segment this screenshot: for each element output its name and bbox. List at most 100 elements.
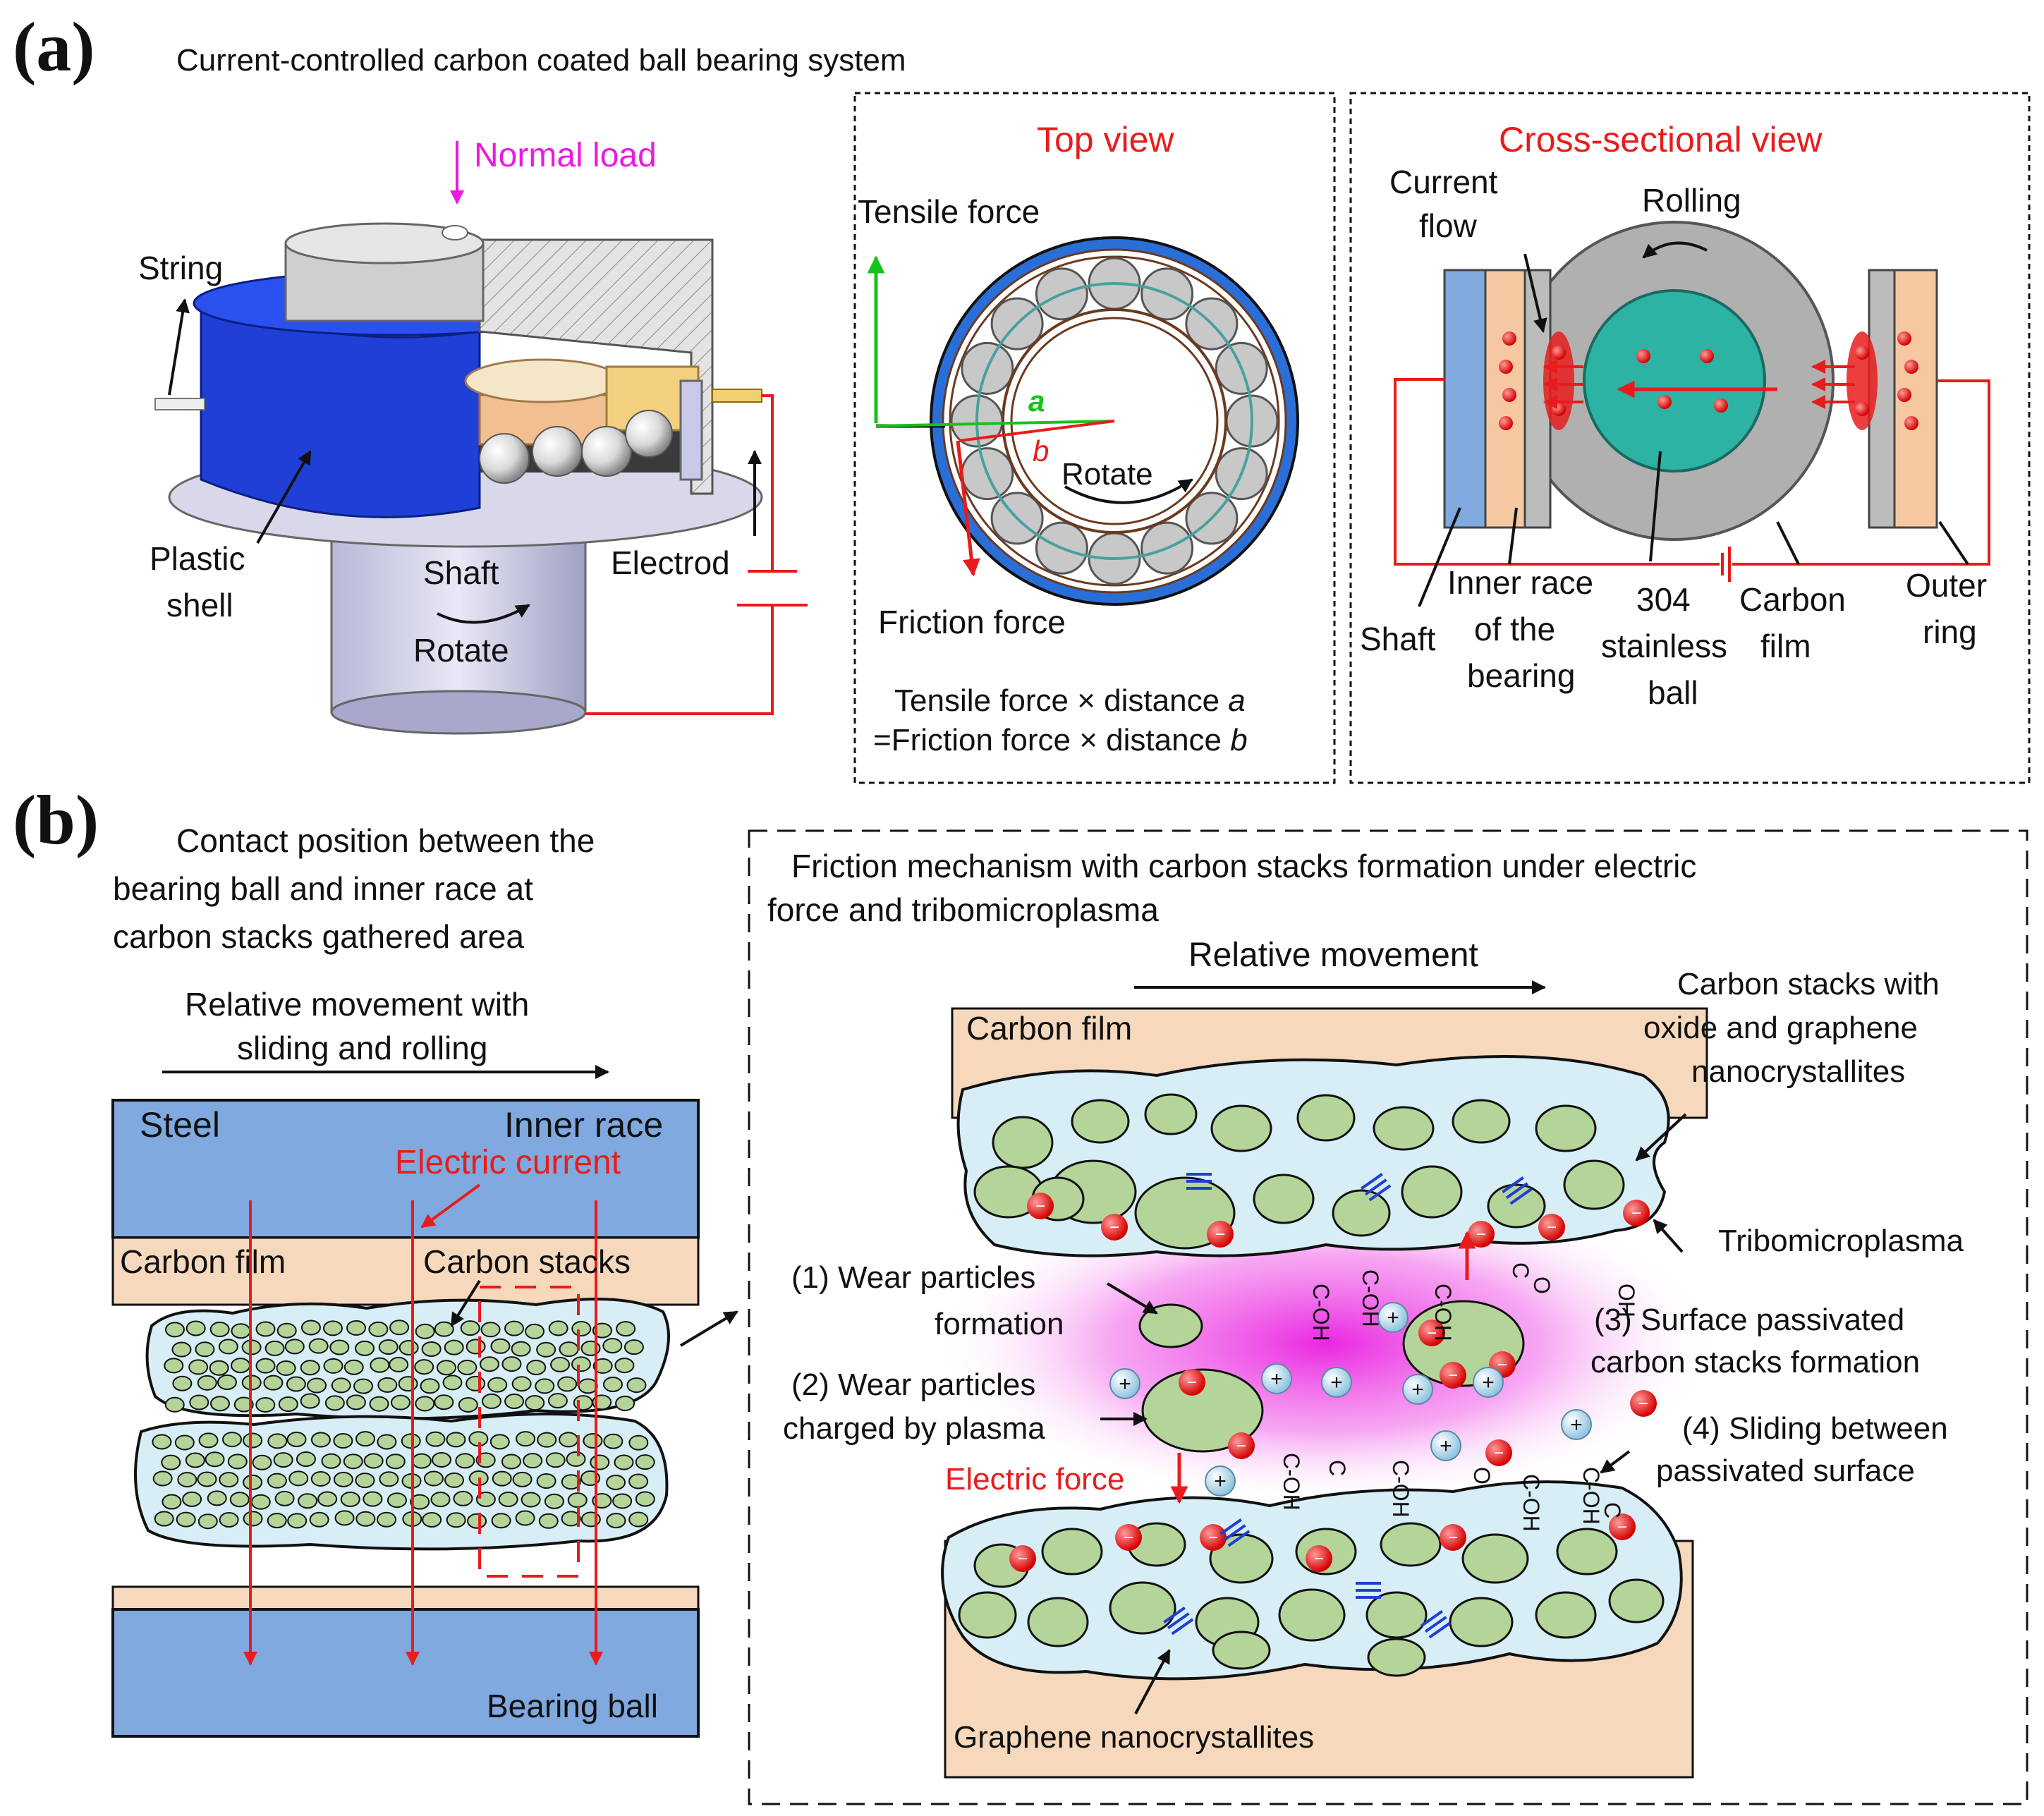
stack-particle	[526, 1359, 547, 1375]
positive-charge-sign: +	[1387, 1306, 1399, 1329]
stack-particle	[592, 1358, 613, 1374]
hatched-section	[478, 238, 714, 495]
outer-ring-pointer	[1938, 520, 1969, 566]
stack-particle	[377, 1511, 397, 1528]
shaft-pointer	[1418, 507, 1461, 607]
ball-pointer	[1649, 451, 1662, 562]
stack-particle	[255, 1358, 276, 1374]
distance-b-line	[959, 420, 1115, 442]
stack-particle	[401, 1433, 421, 1449]
mech-carbon-film-label: Carbon film	[966, 1010, 1132, 1047]
charge-dot	[1502, 388, 1516, 402]
stack-particle	[197, 1513, 218, 1530]
stack-particle	[446, 1512, 466, 1528]
nanocrystallite	[1401, 1165, 1463, 1219]
stack-particle	[578, 1378, 598, 1394]
stack-particle	[287, 1513, 308, 1529]
circuit-wire-1	[762, 394, 774, 571]
string-stub	[154, 398, 205, 410]
stack-particle	[444, 1339, 464, 1355]
stack-particle	[219, 1472, 239, 1488]
charge-dot	[1855, 402, 1869, 416]
electrode-pin	[712, 389, 762, 403]
surface-group-label: C-OH	[1358, 1269, 1383, 1327]
positive-charge-sign: +	[1214, 1470, 1227, 1493]
stack-particle	[267, 1433, 288, 1449]
graphene-bond-mark	[1502, 1176, 1533, 1205]
nanocrystallite	[1535, 1104, 1597, 1152]
ball-core	[1583, 289, 1766, 473]
positive-charge-sign: +	[1270, 1367, 1283, 1391]
negative-charge	[1101, 1214, 1128, 1241]
positive-charge-sign: +	[1119, 1372, 1131, 1396]
nanocrystallite	[1563, 1159, 1625, 1210]
carbon-stacks-label: Carbon stacks	[423, 1243, 631, 1280]
positive-charge	[1321, 1367, 1352, 1398]
stack-particle	[324, 1395, 345, 1411]
step1-label-1: (1) Wear particles	[791, 1260, 1035, 1295]
stack-particle	[355, 1473, 375, 1489]
circuit-wire-2	[585, 605, 774, 715]
charge-dot	[1904, 360, 1918, 374]
negative-charge	[1027, 1193, 1054, 1219]
stack-particle	[370, 1357, 390, 1373]
nanocrystallite	[1373, 1106, 1435, 1151]
stack-particle	[480, 1356, 500, 1372]
stack-particle	[174, 1434, 195, 1451]
stack-particle	[391, 1394, 411, 1410]
stack-particle	[217, 1375, 237, 1391]
stack-particle	[626, 1377, 647, 1394]
negative-charge-sign: −	[1187, 1373, 1197, 1392]
stack-particle	[333, 1433, 353, 1449]
outer-ring-label-2: ring	[1923, 614, 1977, 650]
negative-charge	[1179, 1369, 1205, 1396]
stack-particle	[615, 1395, 635, 1411]
stack-particle	[434, 1394, 454, 1410]
stack-particle	[198, 1432, 219, 1449]
stack-particle	[547, 1393, 568, 1409]
stack-particle	[209, 1360, 229, 1376]
negative-charge-sign: −	[1638, 1394, 1648, 1413]
stack-particle	[321, 1453, 341, 1469]
rotate-label-top: Rotate	[1061, 457, 1153, 492]
ball-label-1: 304	[1636, 581, 1691, 618]
stack-particle	[504, 1394, 525, 1410]
stack-particle	[590, 1454, 610, 1470]
stack-particle	[492, 1470, 512, 1487]
surface-group-label: C	[1508, 1262, 1533, 1279]
stack-particle	[602, 1338, 623, 1354]
top-cap	[284, 222, 485, 264]
nanocrystallite	[1608, 1578, 1665, 1623]
stack-particle	[436, 1360, 456, 1376]
stack-particle	[536, 1341, 556, 1358]
graphene-bonds	[1163, 1173, 1533, 1639]
stack-particle	[197, 1375, 217, 1391]
stack-particle	[322, 1320, 343, 1336]
negative-charge-sign: −	[1236, 1437, 1246, 1456]
stack-particle	[535, 1378, 555, 1394]
step4-label-2: passivated surface	[1656, 1454, 1915, 1488]
contact-diagram	[111, 1099, 700, 1738]
nanocrystallite	[1461, 1533, 1529, 1584]
nanocrystallite	[1367, 1638, 1426, 1677]
stack-particle	[538, 1513, 559, 1529]
graphene-bond-mark	[1361, 1173, 1392, 1202]
rel-move-label-2: sliding and rolling	[237, 1030, 487, 1066]
inner-race-pointer	[1508, 507, 1518, 565]
stack-particle	[571, 1320, 592, 1336]
stack-particle	[387, 1492, 407, 1509]
nanocrystallite	[1027, 1597, 1089, 1647]
charge-dot	[1897, 331, 1911, 346]
stack-particle	[561, 1511, 581, 1527]
stack-particle	[521, 1492, 541, 1508]
surface-group-label: OH	[1614, 1284, 1639, 1317]
stack-particle	[460, 1320, 480, 1336]
top-view-title: Top view	[1037, 120, 1174, 159]
stack-particle	[545, 1452, 566, 1468]
step3-label-2: carbon stacks formation	[1590, 1345, 1920, 1379]
tensile-force-label: Tensile force	[858, 193, 1040, 230]
stack-particle	[273, 1452, 293, 1468]
stacks-label-2: oxide and graphene	[1643, 1011, 1918, 1045]
stack-particle	[278, 1396, 298, 1412]
